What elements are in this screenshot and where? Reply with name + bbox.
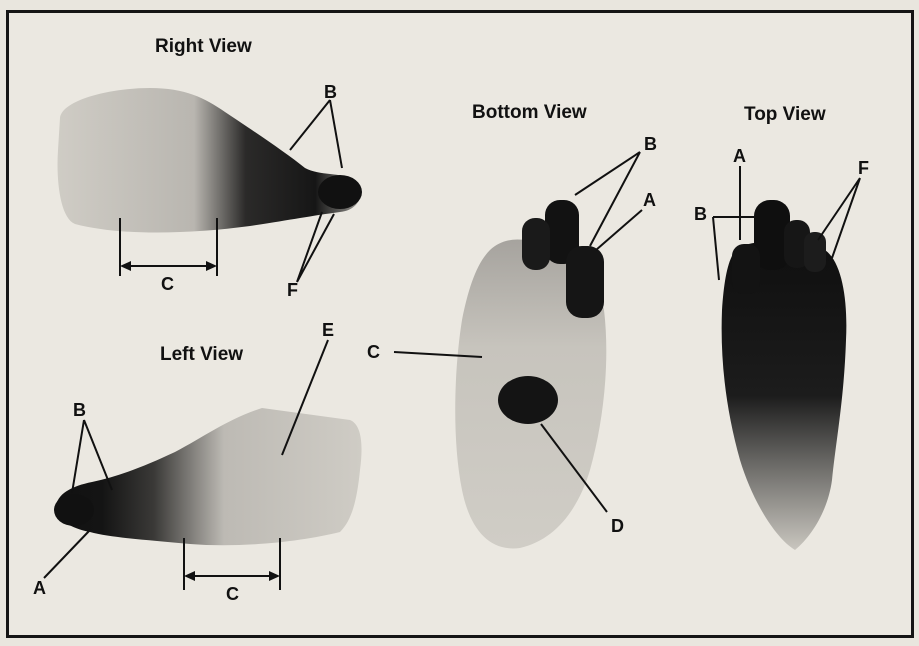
top-view-toe-4 — [732, 244, 760, 294]
right-view-f-leader — [297, 212, 334, 282]
left-view-c-arrow-left — [184, 571, 195, 581]
left-view-a-leader — [44, 530, 90, 578]
top-view-label-b: B — [694, 204, 707, 224]
bottom-view-sole-lesion — [498, 376, 558, 424]
top-view-toe-3 — [804, 232, 826, 272]
bottom-view-b-leader — [575, 152, 640, 246]
right-view-title: Right View — [155, 36, 252, 57]
left-view-foot — [56, 408, 362, 545]
left-view-label-b: B — [73, 400, 86, 420]
bottom-view-toe-2 — [522, 218, 550, 270]
right-view-label-f: F — [287, 280, 298, 300]
bottom-view-label-d: D — [611, 516, 624, 536]
bottom-view-label-a: A — [643, 190, 656, 210]
bottom-view-title: Bottom View — [472, 102, 587, 123]
left-view-c-bracket — [184, 538, 280, 590]
left-view-toe — [54, 494, 94, 526]
left-view-label-e: E — [322, 320, 334, 340]
bottom-view-label-c: C — [367, 342, 380, 362]
right-view: Right View B C F — [58, 36, 362, 300]
right-view-b-leader — [290, 100, 342, 168]
right-view-toe — [318, 175, 362, 209]
bottom-view-toe-3 — [566, 246, 604, 318]
left-view-title: Left View — [160, 344, 243, 365]
left-view-c-arrow-right — [269, 571, 280, 581]
bottom-view: Bottom View B A C D — [367, 102, 657, 548]
bottom-view-label-b: B — [644, 134, 657, 154]
right-view-label-b: B — [324, 82, 337, 102]
right-view-c-arrow-left — [120, 261, 131, 271]
top-view-label-f: F — [858, 158, 869, 178]
right-view-label-c: C — [161, 274, 174, 294]
top-view-label-a: A — [733, 146, 746, 166]
top-view: Top View A B F — [694, 104, 869, 550]
right-view-foot — [58, 88, 361, 233]
bottom-view-a-leader — [596, 210, 642, 250]
left-view: Left View B A E C — [33, 320, 362, 604]
top-view-title: Top View — [744, 104, 826, 125]
right-view-c-arrow-right — [206, 261, 217, 271]
left-view-label-a: A — [33, 578, 46, 598]
left-view-label-c: C — [226, 584, 239, 604]
